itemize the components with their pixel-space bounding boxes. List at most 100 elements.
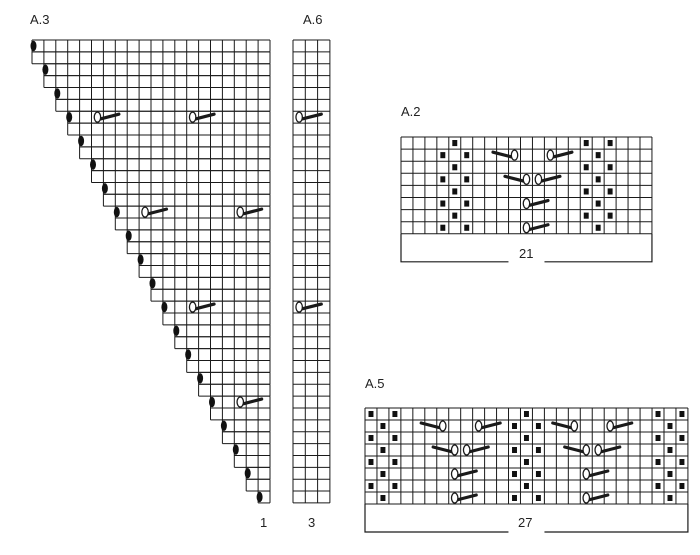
yarn-over-bar-icon: [240, 207, 264, 216]
purl-square-icon: [392, 435, 398, 441]
purl-square-icon: [607, 140, 613, 147]
yarn-over-icon: [582, 492, 591, 504]
chart-a5-width-label: 27: [518, 515, 533, 530]
purl-square-icon: [512, 471, 517, 477]
yarn-over-bar-icon: [550, 150, 574, 159]
purl-square-icon: [667, 423, 673, 429]
chart-a6-title: A.6: [303, 12, 323, 27]
yarn-over-icon: [546, 149, 555, 161]
purl-square-icon: [440, 176, 446, 183]
chart-a6-grid: [292, 39, 331, 504]
yarn-over-bar-icon: [610, 421, 634, 430]
yarn-over-icon: [582, 444, 591, 456]
purl-square-icon: [655, 459, 661, 465]
yarn-over-bar-icon: [563, 445, 586, 454]
chart-a2-grid: [400, 136, 653, 263]
purl-square-icon: [380, 495, 386, 501]
width-bracket: [400, 233, 509, 263]
yarn-over-bar-icon: [431, 445, 455, 454]
decrease-dot-icon: [220, 420, 227, 431]
purl-square-icon: [523, 459, 529, 465]
decrease-dot-icon: [78, 135, 85, 147]
yarn-over-bar-icon: [538, 174, 562, 183]
yarn-over-icon: [522, 173, 531, 186]
purl-square-icon: [595, 200, 601, 207]
yarn-over-bar-icon: [526, 198, 550, 208]
purl-square-icon: [380, 447, 386, 453]
purl-square-icon: [667, 471, 673, 477]
decrease-dot-icon: [137, 254, 144, 265]
decrease-dot-icon: [54, 88, 61, 99]
purl-square-icon: [667, 447, 673, 453]
width-bracket: [364, 504, 509, 533]
purl-square-icon: [595, 152, 601, 159]
width-bracket: [544, 233, 653, 263]
yarn-over-icon: [522, 197, 531, 210]
yarn-over-bar-icon: [455, 469, 478, 478]
purl-square-icon: [452, 212, 458, 219]
yarn-over-bar-icon: [145, 207, 169, 216]
yarn-over-icon: [450, 444, 459, 456]
purl-square-icon: [440, 152, 446, 159]
yarn-over-icon: [450, 492, 459, 504]
decrease-dot-icon: [149, 278, 156, 289]
purl-square-icon: [535, 447, 541, 453]
decrease-dot-icon: [66, 111, 73, 123]
decrease-dot-icon: [101, 183, 108, 194]
decrease-dot-icon: [209, 396, 215, 408]
yarn-over-icon: [188, 301, 197, 313]
yarn-over-icon: [510, 149, 519, 161]
yarn-over-bar-icon: [598, 445, 622, 454]
yarn-over-bar-icon: [586, 469, 610, 478]
purl-square-icon: [535, 495, 541, 501]
purl-square-icon: [392, 483, 398, 489]
purl-square-icon: [535, 423, 541, 429]
purl-square-icon: [440, 224, 446, 231]
purl-square-icon: [380, 423, 386, 429]
yarn-over-icon: [236, 206, 245, 218]
yarn-over-bar-icon: [551, 421, 574, 430]
purl-square-icon: [464, 176, 470, 183]
yarn-over-icon: [606, 420, 615, 432]
yarn-over-icon: [522, 222, 531, 234]
purl-square-icon: [583, 212, 589, 219]
yarn-over-bar-icon: [479, 421, 502, 430]
purl-square-icon: [440, 200, 446, 207]
purl-square-icon: [595, 176, 601, 183]
yarn-over-bar-icon: [299, 302, 323, 311]
yarn-over-icon: [295, 301, 303, 313]
chart-a2-title: A.2: [401, 104, 421, 119]
purl-square-icon: [583, 188, 589, 195]
yarn-over-bar-icon: [240, 397, 264, 406]
purl-square-icon: [679, 435, 685, 441]
chart-a2-width-label: 21: [519, 246, 534, 261]
purl-square-icon: [523, 483, 529, 489]
yarn-over-icon: [295, 111, 303, 123]
yarn-over-icon: [570, 420, 579, 432]
purl-square-icon: [595, 224, 601, 231]
decrease-dot-icon: [232, 444, 239, 455]
purl-square-icon: [464, 224, 470, 231]
purl-square-icon: [607, 164, 613, 171]
purl-square-icon: [679, 459, 685, 465]
purl-square-icon: [452, 188, 458, 195]
purl-square-icon: [679, 483, 685, 489]
yarn-over-bar-icon: [455, 493, 478, 502]
purl-square-icon: [655, 435, 661, 441]
decrease-dot-icon: [256, 491, 263, 503]
purl-square-icon: [655, 483, 661, 489]
decrease-dot-icon: [161, 301, 168, 313]
purl-square-icon: [368, 483, 374, 489]
purl-square-icon: [583, 140, 589, 147]
yarn-over-bar-icon: [526, 223, 550, 232]
decrease-dot-icon: [42, 64, 49, 75]
yarn-over-bar-icon: [586, 493, 610, 502]
decrease-dot-icon: [90, 159, 96, 170]
purl-square-icon: [523, 411, 529, 417]
yarn-over-bar-icon: [299, 112, 323, 121]
decrease-dot-icon: [185, 349, 192, 360]
purl-square-icon: [607, 212, 613, 219]
decrease-dot-icon: [197, 373, 204, 384]
purl-square-icon: [452, 140, 458, 147]
